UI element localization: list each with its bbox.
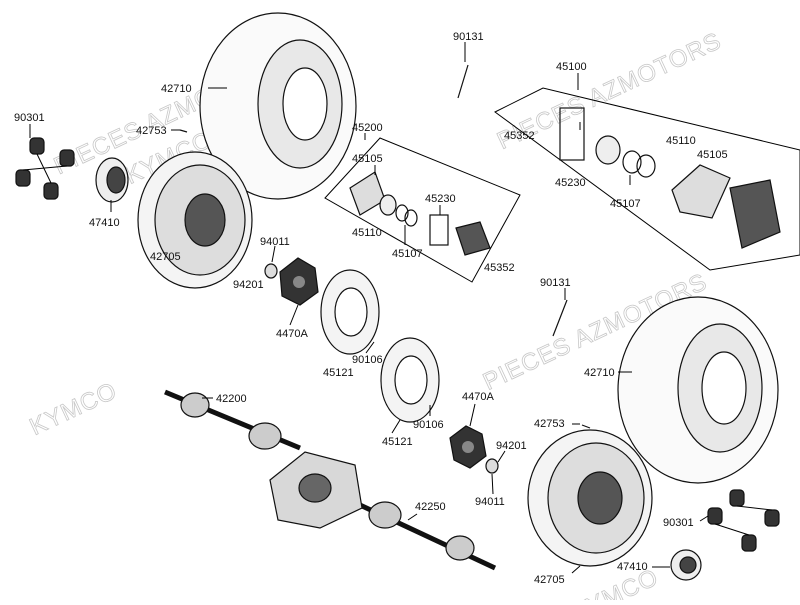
part-label: 47410: [89, 217, 120, 229]
rim-bottom-right: [527, 429, 653, 567]
part-label: 90131: [453, 31, 484, 43]
part-label: 42753: [136, 125, 167, 137]
part-label: 47410: [617, 561, 648, 573]
caliper-bracket-right: [559, 107, 781, 249]
part-label: 45121: [323, 367, 354, 379]
arm-bushings-bottom-right: [707, 489, 780, 552]
hub-nut-bottom: [485, 458, 499, 474]
part-label: 90131: [540, 277, 571, 289]
wheel-hub-top: [279, 257, 319, 306]
part-label: 42705: [150, 251, 181, 263]
caliper-assembly-frame-right: [494, 87, 800, 271]
part-label: 45105: [352, 153, 383, 165]
part-label: 42753: [534, 418, 565, 430]
part-label: 45107: [610, 198, 641, 210]
brake-disc-top: [320, 269, 380, 355]
part-label: 94011: [475, 496, 505, 508]
brake-disc-bottom: [380, 337, 440, 423]
part-label: 45107: [392, 248, 423, 260]
part-label: 45121: [382, 436, 413, 448]
part-label: 45105: [697, 149, 728, 161]
part-label: 42710: [161, 83, 192, 95]
part-label: 42705: [534, 574, 565, 586]
part-label: 90301: [14, 112, 45, 124]
watermark-text: KYMCO: [567, 564, 663, 600]
part-label: 94201: [496, 440, 527, 452]
rim-top-left: [137, 151, 253, 289]
wheel-bearing-bottom-right: [670, 549, 702, 581]
part-labels: 90131 42710 45100 90301 42753 45200 4510…: [14, 31, 728, 586]
watermark-text: KYMCO: [26, 377, 122, 441]
part-label: 45352: [484, 262, 515, 274]
caliper-bracket-left: [349, 171, 491, 256]
bolts: [179, 64, 591, 429]
wheel-hub-bottom: [449, 425, 487, 469]
part-label: 90301: [663, 517, 694, 529]
part-label: 94201: [233, 279, 264, 291]
part-label: 45110: [352, 227, 382, 239]
part-label: 42250: [415, 501, 446, 513]
tire-bottom-right: [617, 296, 779, 484]
leader-lines: [29, 42, 709, 574]
wheel-bearing-top-left: [95, 157, 129, 203]
part-label: 45352: [504, 130, 535, 142]
drive-shaft-42200: [164, 389, 301, 451]
part-label: 90106: [352, 354, 383, 366]
part-label: 90106: [413, 419, 444, 431]
part-label: 4470A: [276, 328, 308, 340]
part-label: 45230: [555, 177, 586, 189]
arm-bushings-top-left: [15, 137, 75, 200]
part-label: 45100: [556, 61, 587, 73]
part-label: 94011: [260, 236, 290, 248]
drive-shaft-42250: [358, 501, 497, 571]
part-label: 42710: [584, 367, 615, 379]
caliper-assembly-frame-left: [324, 137, 521, 283]
tire-top-left: [199, 12, 357, 200]
differential-housing: [269, 451, 363, 529]
part-label: 42200: [216, 393, 247, 405]
hub-nut-top: [264, 263, 278, 279]
part-label: 45200: [352, 122, 383, 134]
part-label: 45230: [425, 193, 456, 205]
part-label: 45110: [666, 135, 696, 147]
part-label: 4470A: [462, 391, 494, 403]
